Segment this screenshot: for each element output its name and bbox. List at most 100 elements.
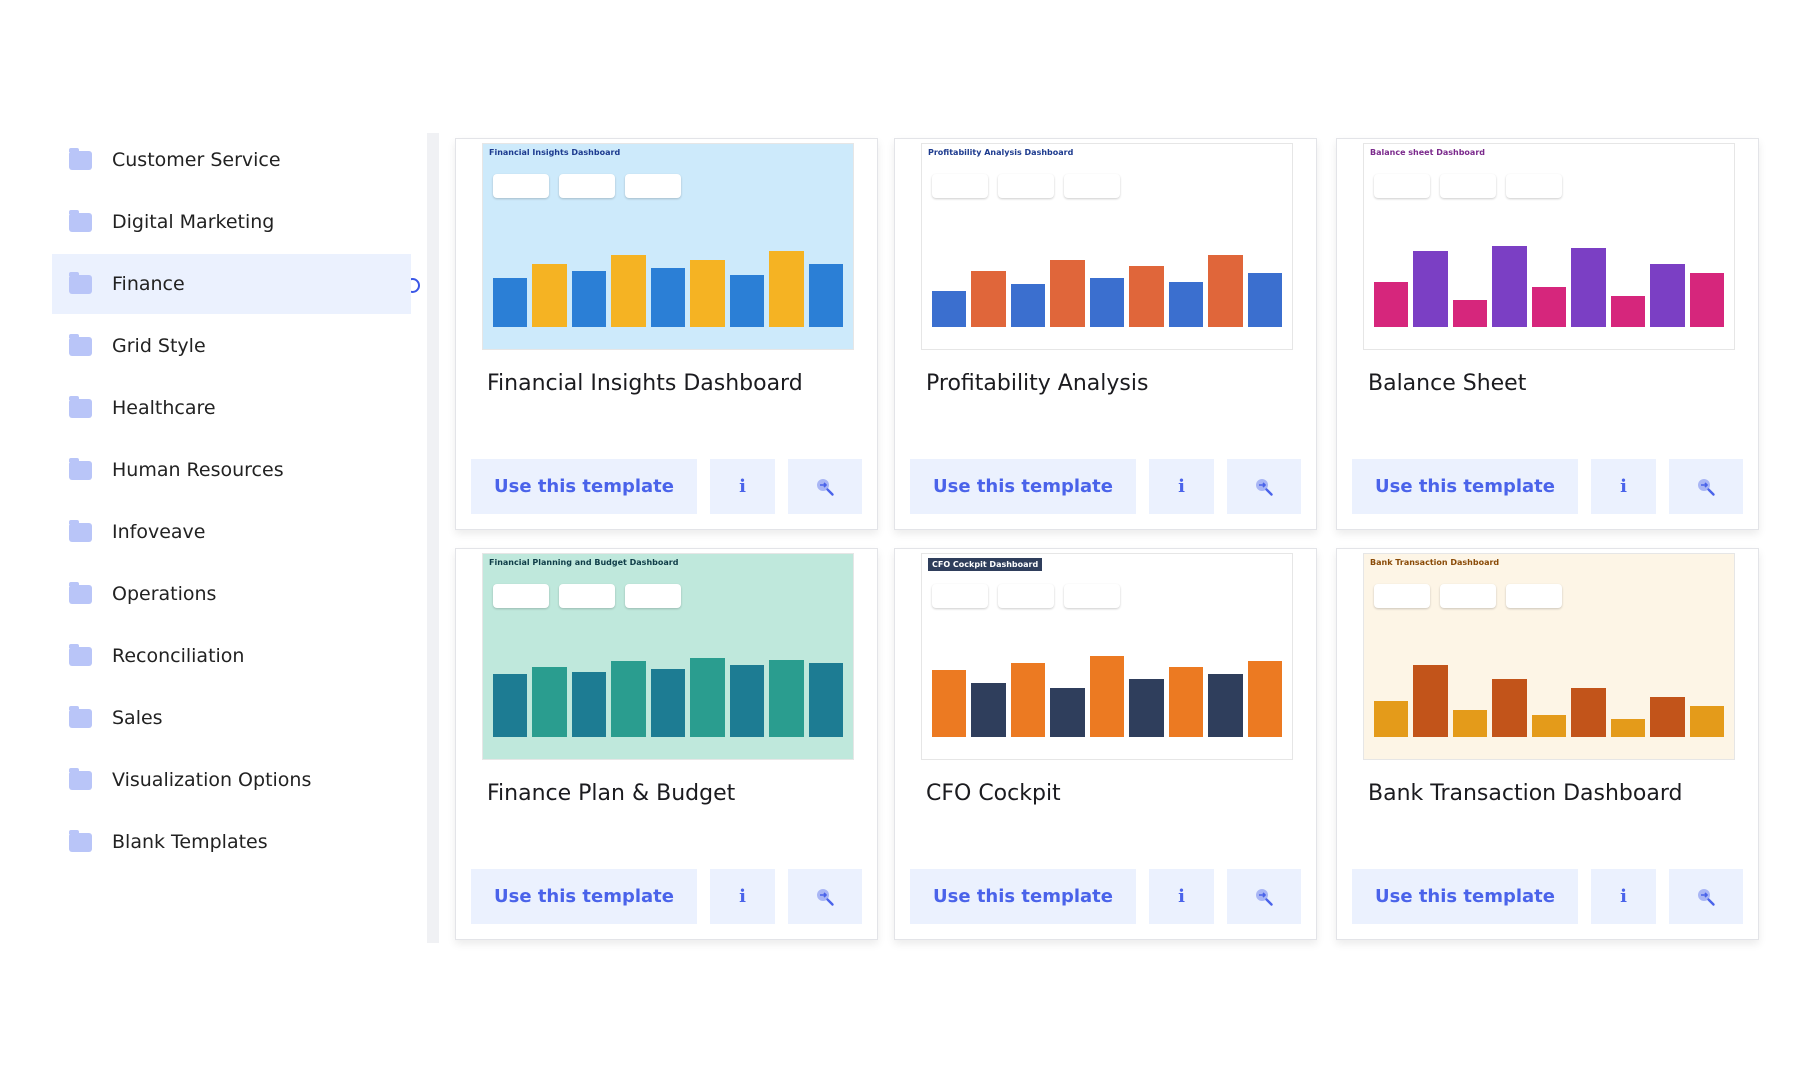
thumb-bar (1610, 295, 1646, 327)
preview-button[interactable] (1227, 459, 1301, 514)
template-title: Bank Transaction Dashboard (1368, 781, 1683, 806)
preview-button[interactable] (1669, 869, 1743, 924)
info-button[interactable]: i (1149, 869, 1214, 924)
thumbnail-title: Financial Planning and Budget Dashboard (489, 558, 679, 567)
sidebar-item-operations[interactable]: Operations (52, 564, 411, 624)
thumb-bar (1168, 666, 1204, 737)
folder-icon (69, 829, 92, 852)
sidebar-item-finance[interactable]: Finance (52, 254, 411, 314)
sidebar-item-label: Healthcare (112, 397, 216, 419)
preview-button[interactable] (788, 869, 862, 924)
thumb-bar (808, 264, 843, 327)
use-template-button[interactable]: Use this template (1352, 869, 1578, 924)
folder-icon (69, 457, 92, 480)
thumb-bar (690, 260, 725, 327)
sidebar-item-blank-templates[interactable]: Blank Templates (52, 812, 411, 872)
info-button[interactable]: i (1149, 459, 1214, 514)
thumb-bar (1050, 259, 1085, 327)
sidebar-item-label: Finance (112, 273, 185, 295)
thumb-bar (1129, 678, 1164, 737)
thumb-bar (1650, 696, 1685, 737)
thumb-bar (571, 672, 607, 737)
thumb-bar (1374, 282, 1409, 327)
thumb-bar (1129, 265, 1164, 327)
template-thumbnail[interactable]: Balance sheet Dashboard (1363, 143, 1735, 350)
thumb-bar (971, 683, 1006, 737)
sidebar-item-human-resources[interactable]: Human Resources (52, 440, 411, 500)
thumb-bar (1374, 701, 1409, 737)
thumb-bar (1689, 273, 1724, 327)
folder-icon (69, 643, 92, 666)
thumbnail-title: Balance sheet Dashboard (1370, 148, 1485, 157)
zoom-in-icon (1698, 888, 1715, 906)
sidebar-item-digital-marketing[interactable]: Digital Marketing (52, 192, 411, 252)
template-title: Profitability Analysis (926, 371, 1149, 396)
sidebar-item-label: Grid Style (112, 335, 206, 357)
thumb-bar (1208, 255, 1243, 327)
thumb-bar (690, 657, 725, 737)
sidebar-item-infoveave[interactable]: Infoveave (52, 502, 411, 562)
folder-icon (69, 581, 92, 604)
info-button[interactable]: i (710, 459, 775, 514)
thumb-bar (1247, 273, 1282, 327)
thumb-bar (1010, 663, 1046, 737)
folder-icon (69, 333, 92, 356)
thumb-bar (1531, 286, 1567, 327)
thumb-bar (1650, 264, 1685, 327)
template-thumbnail[interactable]: Bank Transaction Dashboard (1363, 553, 1735, 760)
template-thumbnail[interactable]: Financial Planning and Budget Dashboard (482, 553, 854, 760)
sidebar-item-grid-style[interactable]: Grid Style (52, 316, 411, 376)
preview-button[interactable] (788, 459, 862, 514)
template-title: Finance Plan & Budget (487, 781, 736, 806)
sidebar-item-label: Customer Service (112, 149, 281, 171)
thumb-bar (1452, 710, 1488, 737)
template-thumbnail[interactable]: CFO Cockpit Dashboard (921, 553, 1293, 760)
use-template-button[interactable]: Use this template (1352, 459, 1578, 514)
thumb-bar (1571, 247, 1606, 327)
thumbnail-title: Financial Insights Dashboard (489, 148, 621, 157)
template-thumbnail[interactable]: Financial Insights Dashboard (482, 143, 854, 350)
sidebar-scrollbar[interactable] (427, 133, 439, 943)
sidebar-item-label: Infoveave (112, 521, 206, 543)
thumb-bar (571, 271, 607, 327)
zoom-in-icon (1256, 478, 1273, 496)
use-template-button[interactable]: Use this template (471, 869, 697, 924)
sidebar-item-visualization-options[interactable]: Visualization Options (52, 750, 411, 810)
thumb-bar (1010, 283, 1046, 327)
info-button[interactable]: i (1591, 869, 1656, 924)
template-thumbnail[interactable]: Profitability Analysis Dashboard (921, 143, 1293, 350)
sidebar-item-reconciliation[interactable]: Reconciliation (52, 626, 411, 686)
preview-button[interactable] (1227, 869, 1301, 924)
thumb-bar (1050, 687, 1085, 737)
thumb-bar (611, 661, 646, 737)
sidebar-item-label: Visualization Options (112, 769, 312, 791)
thumb-bar (1492, 678, 1527, 737)
thumb-bar (1571, 687, 1606, 737)
info-button[interactable]: i (710, 869, 775, 924)
sidebar-item-sales[interactable]: Sales (52, 688, 411, 748)
zoom-in-icon (817, 888, 834, 906)
thumb-bar (532, 666, 567, 737)
sidebar-item-healthcare[interactable]: Healthcare (52, 378, 411, 438)
use-template-button[interactable]: Use this template (910, 459, 1136, 514)
thumb-bar (971, 271, 1006, 327)
thumb-bar (493, 674, 528, 737)
use-template-button[interactable]: Use this template (910, 869, 1136, 924)
folder-icon (69, 767, 92, 790)
folder-icon (69, 395, 92, 418)
thumbnail-title: Bank Transaction Dashboard (1370, 558, 1500, 567)
thumb-bar (1247, 660, 1282, 737)
thumbnail-title: CFO Cockpit Dashboard (928, 558, 1043, 571)
preview-button[interactable] (1669, 459, 1743, 514)
info-button[interactable]: i (1591, 459, 1656, 514)
thumb-bar (493, 277, 528, 327)
template-title: Balance Sheet (1368, 371, 1527, 396)
sidebar-item-customer-service[interactable]: Customer Service (52, 130, 411, 190)
folder-icon (69, 147, 92, 170)
template-title: CFO Cockpit (926, 781, 1061, 806)
thumb-bar (1089, 277, 1125, 327)
use-template-button[interactable]: Use this template (471, 459, 697, 514)
